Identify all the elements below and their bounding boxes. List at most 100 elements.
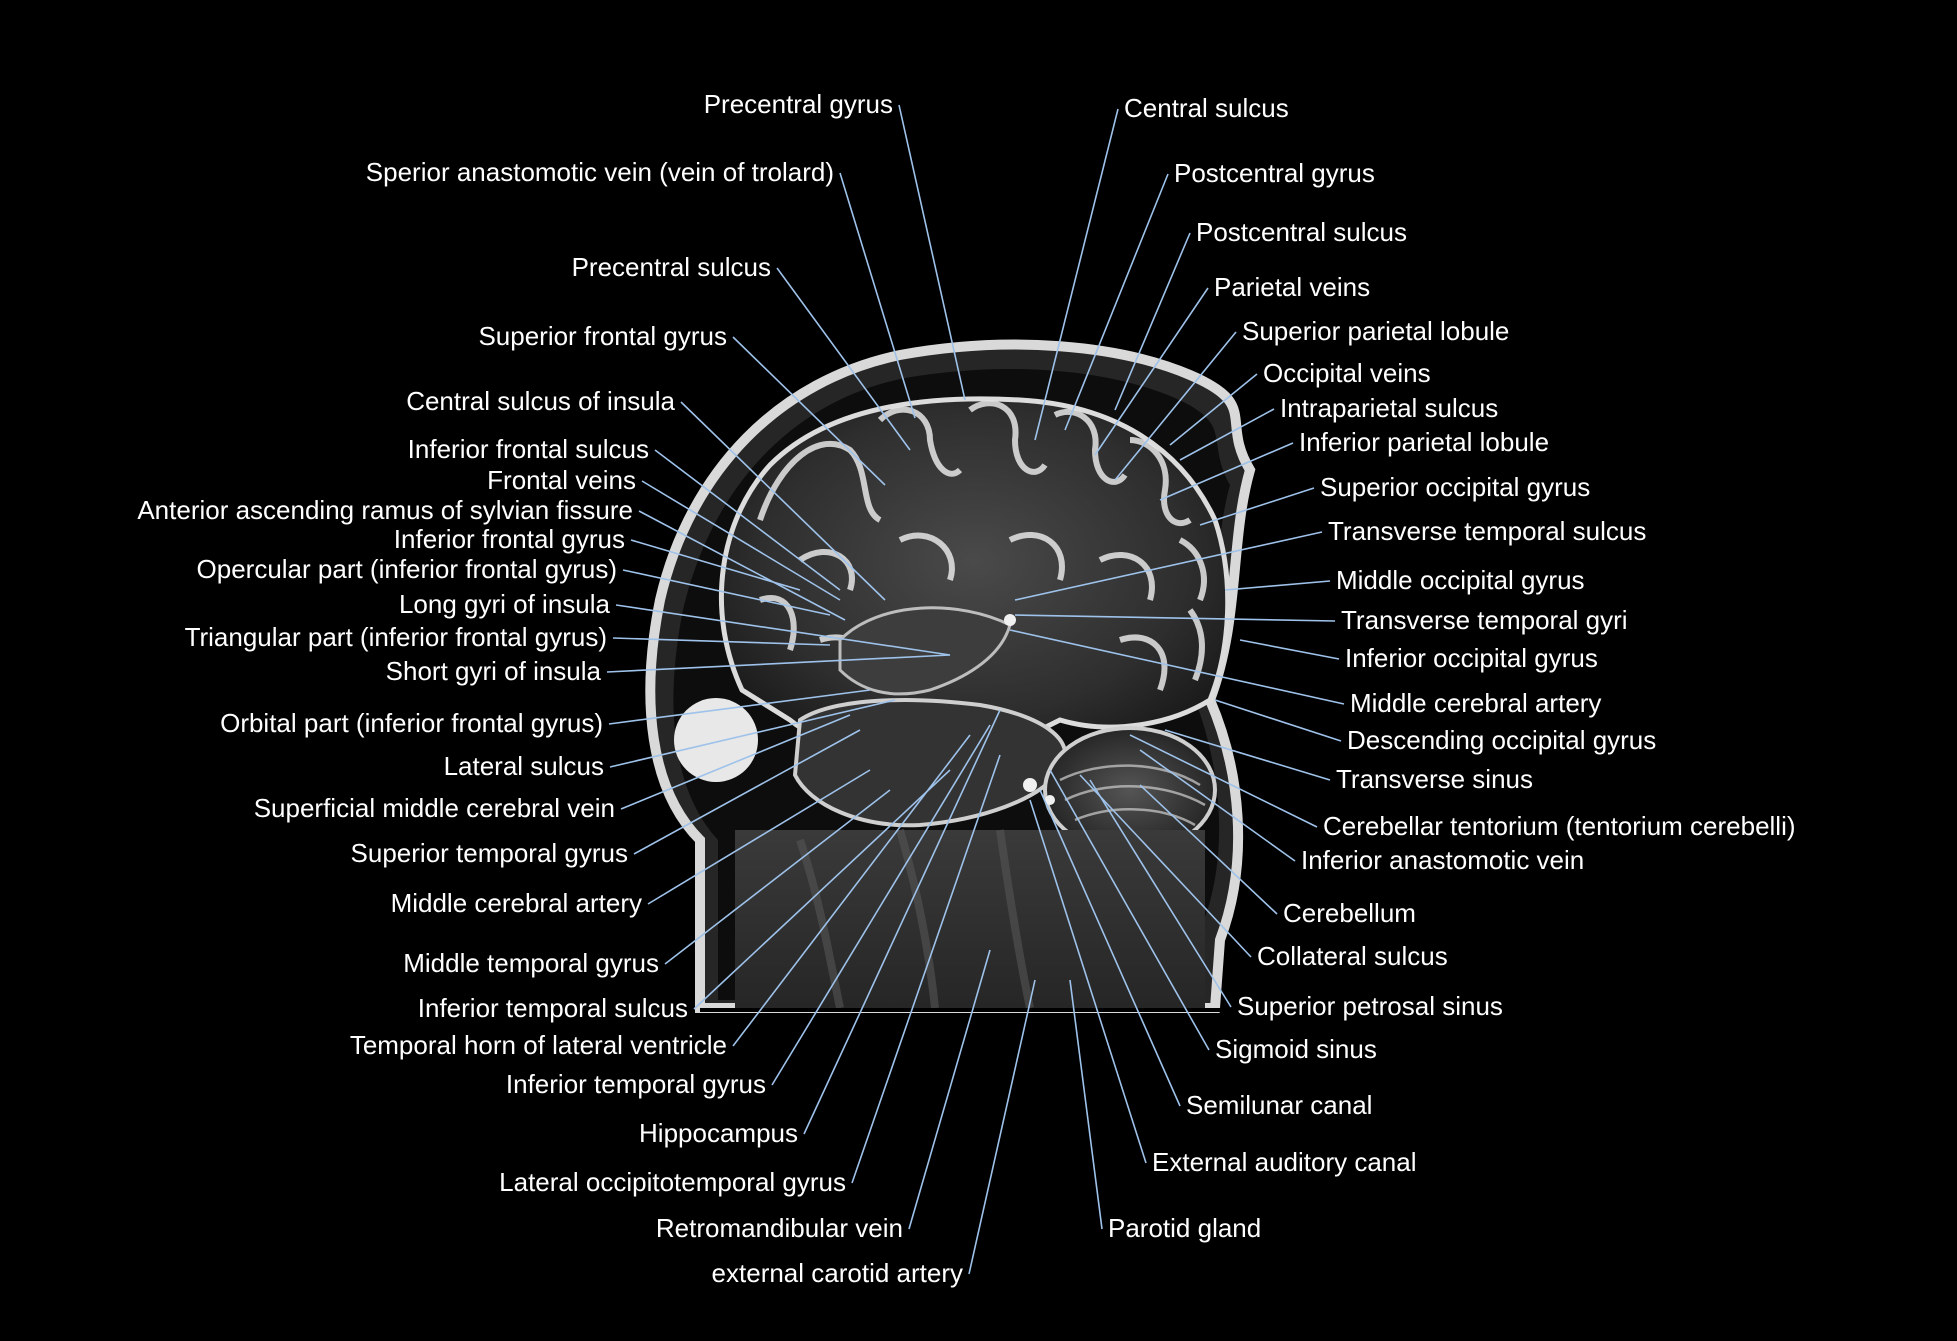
leader-left-21 (771, 724, 991, 1086)
leader-left-14 (609, 699, 896, 768)
label-right-middle-occipital-gyrus-10: Middle occipital gyrus (1336, 565, 1585, 595)
label-right-postcentral-sulcus-2: Postcentral sulcus (1196, 217, 1407, 247)
leader-left-22 (803, 709, 1001, 1135)
leader-right-17 (1139, 749, 1296, 862)
leader-left-15 (620, 714, 851, 810)
leader-right-7 (1159, 442, 1294, 501)
label-right-inferior-occipital-gyrus-12: Inferior occipital gyrus (1345, 643, 1598, 673)
leader-right-11 (1014, 614, 1336, 622)
label-left-retromandibular-vein-24: Retromandibular vein (656, 1213, 903, 1243)
label-left-middle-temporal-gyrus-18: Middle temporal gyrus (403, 948, 659, 978)
label-left-external-carotid-artery-25: external carotid artery (712, 1258, 963, 1288)
label-left-frontal-veins-6: Frontal veins (487, 465, 636, 495)
leader-right-10 (1224, 580, 1331, 591)
label-right-external-auditory-canal-23: External auditory canal (1152, 1147, 1416, 1177)
leader-right-21 (1049, 769, 1210, 1051)
label-right-parotid-gland-24: Parotid gland (1108, 1213, 1261, 1243)
label-left-inferior-frontal-sulcus-5: Inferior frontal sulcus (408, 434, 649, 464)
leader-left-6 (641, 480, 841, 601)
label-left-inferior-frontal-gyrus-8: Inferior frontal gyrus (394, 524, 625, 554)
label-left-lateral-sulcus-14: Lateral sulcus (444, 751, 604, 781)
leader-right-24 (1069, 979, 1103, 1230)
label-right-middle-cerebral-artery-13: Middle cerebral artery (1350, 688, 1601, 718)
label-right-parietal-veins-3: Parietal veins (1214, 272, 1370, 302)
label-left-hippocampus-22: Hippocampus (639, 1118, 798, 1148)
leader-left-20 (732, 734, 971, 1047)
leader-left-16 (633, 729, 861, 855)
leader-right-0 (1034, 108, 1119, 441)
leader-left-7 (638, 510, 846, 621)
leader-left-3 (732, 336, 886, 486)
label-right-postcentral-gyrus-1: Postcentral gyrus (1174, 158, 1375, 188)
label-right-sigmoid-sinus-21: Sigmoid sinus (1215, 1034, 1377, 1064)
leader-right-20 (1089, 779, 1232, 1008)
label-right-collateral-sulcus-19: Collateral sulcus (1257, 941, 1448, 971)
leader-left-13 (608, 689, 871, 725)
label-right-inferior-parietal-lobule-7: Inferior parietal lobule (1299, 427, 1549, 457)
leader-right-1 (1064, 173, 1169, 431)
leader-left-23 (851, 754, 1001, 1184)
leader-left-10 (615, 604, 951, 656)
leader-right-13 (1009, 629, 1345, 705)
label-right-descending-occipital-gyrus-14: Descending occipital gyrus (1347, 725, 1656, 755)
label-right-transverse-temporal-gyri-11: Transverse temporal gyri (1341, 605, 1628, 635)
label-left-sperior-anastomotic-vein-vein-of-trolard-1: Sperior anastomotic vein (vein of trolar… (366, 157, 834, 187)
leader-left-1 (839, 172, 916, 419)
leader-left-11 (612, 637, 831, 646)
leader-right-15 (1164, 729, 1331, 781)
label-left-lateral-occipitotemporal-gyrus-23: Lateral occipitotemporal gyrus (499, 1167, 846, 1197)
leader-left-24 (908, 949, 991, 1230)
leader-right-5 (1169, 373, 1258, 446)
label-left-inferior-temporal-sulcus-19: Inferior temporal sulcus (418, 993, 688, 1023)
leader-left-8 (630, 539, 801, 591)
leader-left-9 (622, 569, 831, 616)
leader-left-5 (654, 449, 841, 591)
label-left-precentral-gyrus-0: Precentral gyrus (704, 89, 893, 119)
leader-right-12 (1239, 639, 1340, 660)
label-left-orbital-part-inferior-frontal-gyrus-13: Orbital part (inferior frontal gyrus) (220, 708, 603, 738)
label-right-transverse-temporal-sulcus-9: Transverse temporal sulcus (1328, 516, 1646, 546)
label-left-precentral-sulcus-2: Precentral sulcus (572, 252, 771, 282)
label-right-semilunar-canal-22: Semilunar canal (1186, 1090, 1372, 1120)
label-right-superior-petrosal-sinus-20: Superior petrosal sinus (1237, 991, 1503, 1021)
leader-right-6 (1179, 408, 1275, 461)
label-left-central-sulcus-of-insula-4: Central sulcus of insula (406, 386, 675, 416)
label-right-cerebellar-tentorium-tentorium-cerebelli-16: Cerebellar tentorium (tentorium cerebell… (1323, 811, 1796, 841)
label-right-central-sulcus-0: Central sulcus (1124, 93, 1289, 123)
label-right-superior-parietal-lobule-4: Superior parietal lobule (1242, 316, 1509, 346)
leader-left-12 (606, 654, 951, 673)
label-left-inferior-temporal-gyrus-21: Inferior temporal gyrus (506, 1069, 766, 1099)
label-right-inferior-anastomotic-vein-17: Inferior anastomotic vein (1301, 845, 1584, 875)
leader-right-22 (1039, 789, 1181, 1107)
leader-right-4 (1114, 331, 1237, 481)
label-right-transverse-sinus-15: Transverse sinus (1336, 764, 1533, 794)
label-right-occipital-veins-5: Occipital veins (1263, 358, 1431, 388)
label-left-short-gyri-of-insula-12: Short gyri of insula (386, 656, 602, 686)
label-left-temporal-horn-of-lateral-ventricle-20: Temporal horn of lateral ventricle (350, 1030, 727, 1060)
leader-lines (606, 104, 1345, 1275)
leader-left-19 (693, 769, 951, 1010)
leader-right-14 (1214, 699, 1342, 742)
label-right-superior-occipital-gyrus-8: Superior occipital gyrus (1320, 472, 1590, 502)
label-left-triangular-part-inferior-frontal-gyrus-11: Triangular part (inferior frontal gyrus) (185, 622, 607, 652)
leader-right-16 (1129, 734, 1318, 828)
label-left-middle-cerebral-artery-17: Middle cerebral artery (391, 888, 642, 918)
leader-left-0 (898, 104, 966, 401)
leader-right-19 (1079, 774, 1252, 958)
leader-right-2 (1114, 232, 1191, 411)
label-right-intraparietal-sulcus-6: Intraparietal sulcus (1280, 393, 1498, 423)
leader-left-25 (968, 979, 1036, 1275)
leader-right-23 (1029, 799, 1147, 1164)
neck-region (735, 830, 1205, 1008)
label-right-cerebellum-18: Cerebellum (1283, 898, 1416, 928)
leader-right-9 (1014, 531, 1323, 601)
leader-right-3 (1094, 287, 1209, 456)
leader-left-2 (776, 267, 911, 451)
leader-right-8 (1199, 487, 1315, 526)
label-left-superior-temporal-gyrus-16: Superior temporal gyrus (351, 838, 628, 868)
label-left-anterior-ascending-ramus-of-sylvian-fissure-7: Anterior ascending ramus of sylvian fiss… (137, 495, 633, 525)
label-left-opercular-part-inferior-frontal-gyrus-9: Opercular part (inferior frontal gyrus) (197, 554, 617, 584)
